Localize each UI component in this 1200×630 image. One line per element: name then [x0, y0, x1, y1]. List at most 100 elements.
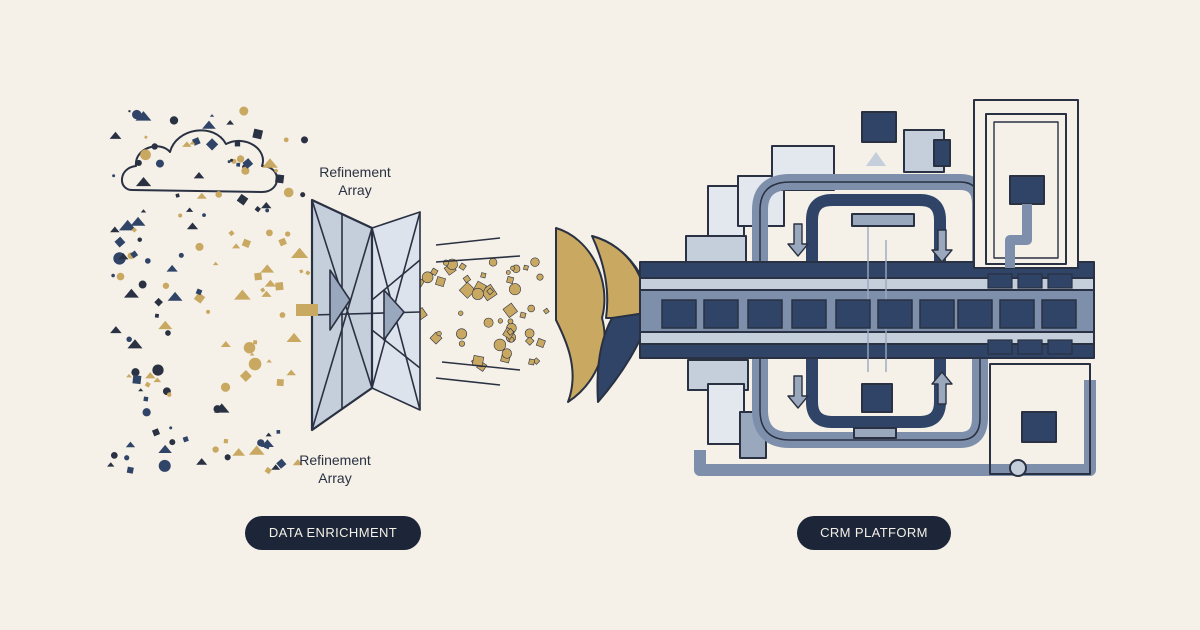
- data-block-icon: [703, 299, 739, 329]
- particle-dot: [111, 273, 115, 278]
- refined-particle: [535, 337, 546, 349]
- particle-triangle: [232, 448, 246, 456]
- particle-dot: [135, 159, 142, 167]
- particle-square: [275, 174, 285, 184]
- particle-square: [223, 438, 229, 444]
- particle-dot: [131, 368, 140, 377]
- refined-particle: [510, 265, 515, 271]
- particle-square: [236, 162, 241, 167]
- particle-square: [242, 158, 254, 169]
- particle-triangle: [126, 373, 132, 378]
- refined-particle: [493, 338, 507, 352]
- refinement-array-label-top: Refinement Array: [300, 163, 410, 199]
- particle-square: [174, 294, 178, 298]
- particle-triangle: [158, 444, 172, 453]
- particle-dot: [144, 258, 151, 264]
- particle-square: [278, 237, 287, 247]
- particle-dot: [166, 392, 172, 397]
- particle-triangle: [138, 388, 144, 392]
- refined-particle: [488, 258, 498, 267]
- label-line-2: Array: [318, 470, 352, 486]
- refined-particle: [456, 328, 468, 340]
- particle-triangle: [220, 341, 231, 348]
- particle-dot: [266, 229, 273, 237]
- particle-dot: [202, 213, 206, 218]
- refined-particle: [458, 310, 464, 316]
- particle-triangle: [290, 247, 309, 258]
- particle-triangle: [109, 131, 122, 139]
- particle-triangle: [140, 209, 147, 213]
- refined-particle: [497, 318, 503, 324]
- particle-dot: [165, 330, 171, 336]
- data-block-icon: [877, 299, 913, 329]
- refined-particle: [436, 330, 442, 337]
- data-block-icon: [835, 299, 871, 329]
- particle-dot: [110, 452, 118, 459]
- refined-particle: [462, 274, 472, 284]
- particle-triangle: [248, 445, 265, 455]
- particle-dot: [283, 187, 294, 198]
- particle-square: [276, 430, 281, 434]
- particle-square: [126, 466, 134, 474]
- particle-square: [263, 442, 271, 450]
- crm-platform-machinery: [639, 99, 1096, 477]
- particle-square: [241, 238, 252, 248]
- particle-square: [131, 227, 137, 233]
- particle-square: [130, 250, 139, 259]
- particle-dot: [112, 174, 116, 178]
- particle-dot: [195, 242, 204, 251]
- refined-particle: [480, 272, 487, 279]
- refined-particle: [509, 283, 521, 296]
- particle-triangle: [266, 359, 272, 363]
- refined-particle: [527, 304, 535, 313]
- refined-particle: [458, 281, 476, 299]
- refined-particle: [458, 340, 466, 347]
- particle-triangle: [260, 264, 275, 273]
- refined-particle: [506, 328, 515, 336]
- label-line-1: Refinement: [319, 164, 391, 180]
- particle-triangle: [107, 462, 115, 467]
- particle-triangle: [286, 369, 297, 376]
- particle-triangle: [286, 332, 302, 342]
- crm-platform-badge: CRM PLATFORM: [797, 516, 951, 550]
- particle-dot: [132, 109, 142, 120]
- particle-triangle: [193, 172, 205, 179]
- particle-square: [228, 230, 235, 237]
- data-block-icon: [791, 299, 827, 329]
- particle-square: [239, 370, 252, 382]
- particle-dot: [220, 382, 231, 392]
- refined-particle: [471, 288, 484, 300]
- particle-triangle: [186, 222, 199, 230]
- particle-triangle: [189, 141, 196, 145]
- label-line-1: Refinement: [299, 452, 371, 468]
- refined-particle: [421, 271, 434, 284]
- data-block-icon: [661, 299, 697, 329]
- particle-triangle: [182, 141, 192, 147]
- particle-square: [234, 141, 241, 147]
- refined-particle: [523, 264, 529, 271]
- particle-dot: [152, 364, 164, 376]
- particle-triangle: [196, 192, 207, 199]
- label-line-2: Array: [338, 182, 372, 198]
- particle-square: [144, 381, 151, 388]
- particle-square: [254, 206, 261, 213]
- particle-dot: [162, 282, 170, 290]
- refined-particle: [528, 358, 536, 366]
- particle-dot: [116, 272, 125, 281]
- particle-triangle: [196, 458, 208, 465]
- particle-triangle: [166, 264, 178, 272]
- particle-square: [260, 287, 266, 293]
- particle-triangle: [202, 120, 216, 129]
- particle-square: [114, 236, 126, 248]
- particle-triangle: [261, 201, 272, 209]
- refined-particle: [519, 311, 527, 319]
- particle-triangle: [145, 372, 156, 379]
- particle-dot: [151, 143, 158, 150]
- refined-particle: [536, 273, 544, 281]
- particle-dot: [227, 160, 231, 164]
- particle-triangle: [125, 441, 136, 448]
- particle-square: [276, 458, 287, 469]
- refined-particle: [524, 336, 535, 346]
- data-block-icon: [747, 299, 783, 329]
- particle-dot: [169, 439, 176, 446]
